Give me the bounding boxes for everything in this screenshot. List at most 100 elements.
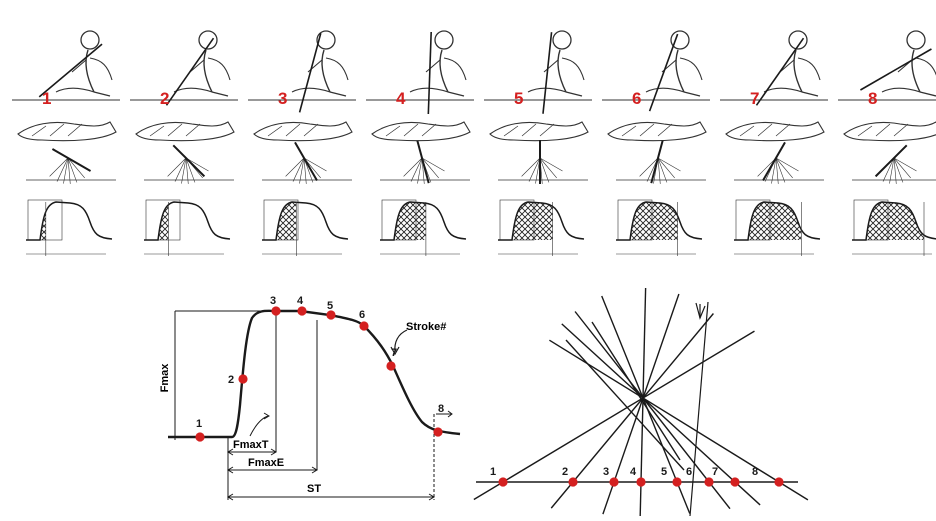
oar-line-2 [550, 313, 714, 509]
phase-number: 3 [278, 89, 287, 108]
fan-extra-line [689, 301, 709, 517]
force-point-6 [359, 321, 369, 331]
force-point-label: 5 [327, 300, 333, 312]
mini-oar-fan [616, 140, 706, 184]
force-point-2 [238, 374, 248, 384]
oar-point-label: 8 [752, 466, 758, 478]
mini-oar-fan [26, 148, 116, 184]
phase-sequence: 1 2 3 4 5 6 7 8 [12, 30, 936, 256]
phase-number: 5 [514, 89, 523, 108]
mini-oar-fan [262, 141, 352, 184]
mini-force-curve [616, 199, 703, 256]
oar-line-8 [549, 339, 809, 501]
end-marker-head [447, 410, 453, 418]
phase-8: 8 [838, 30, 936, 256]
phase-number: 7 [750, 89, 759, 108]
oar-point-label: 2 [562, 466, 568, 478]
st-label: ST [307, 483, 321, 495]
rower-figure [12, 30, 120, 101]
oar-point-2 [568, 477, 578, 487]
oar-point-label: 6 [686, 466, 692, 478]
fmaxt-arrow [249, 415, 269, 437]
oar-point-label: 4 [630, 466, 637, 478]
phase-2: 2 [130, 30, 238, 256]
phase-4: 4 [366, 30, 474, 256]
mini-oar-fan [144, 144, 234, 184]
force-curve-line [168, 309, 461, 439]
fmaxt-arrow-head [263, 412, 270, 420]
dimension-fmaxe [227, 466, 318, 474]
force-point-label: 8 [438, 403, 444, 415]
force-point-5 [326, 310, 336, 320]
stroke-annotation-arrow [394, 329, 408, 353]
stroke-annotation-arrow-head [390, 346, 400, 356]
leg-sketch [371, 121, 471, 142]
phase-7: 7 [720, 30, 828, 256]
force-point-label: 7 [391, 347, 397, 359]
force-point-3 [271, 306, 281, 316]
leg-sketch [135, 121, 235, 142]
oar-line-1 [473, 330, 755, 501]
phase-number: 4 [396, 89, 406, 108]
dimension-st [227, 493, 435, 501]
force-point-label: 4 [297, 295, 304, 307]
dimension-fmaxt [227, 448, 277, 456]
phase-number: 2 [160, 89, 169, 108]
mini-force-curve [498, 199, 585, 256]
mini-force-curve [144, 199, 231, 256]
fmaxe-label: FmaxE [248, 457, 284, 469]
leg-sketch [17, 121, 117, 142]
stroke-annotation: Stroke# [406, 321, 446, 333]
mini-force-curve [380, 199, 467, 256]
force-point-8 [433, 427, 443, 437]
force-point-4 [297, 306, 307, 316]
mini-oar-fan [852, 144, 936, 184]
phase-5: 5 [484, 30, 592, 256]
oar-point-label: 5 [661, 466, 667, 478]
oar-point-7 [730, 477, 740, 487]
mini-force-curve [26, 199, 113, 256]
leg-sketch [607, 121, 707, 142]
fmaxt-label: FmaxT [233, 439, 269, 451]
leg-sketch [725, 121, 825, 142]
oar-point-5 [672, 477, 682, 487]
force-point-label: 2 [228, 374, 234, 386]
phase-6: 6 [602, 30, 710, 256]
rower-figure [248, 30, 356, 113]
oar-point-6 [704, 477, 714, 487]
mini-force-curve [734, 199, 821, 256]
oar-point-label: 7 [712, 466, 718, 478]
fan-extra-line [565, 339, 685, 471]
mini-force-curve [262, 199, 349, 256]
oar-point-3 [609, 477, 619, 487]
phase-number: 6 [632, 89, 641, 108]
mini-force-curve [852, 199, 936, 256]
force-point-7 [386, 361, 396, 371]
leg-sketch [489, 121, 589, 142]
rower-figure [130, 30, 238, 106]
oar-point-8 [774, 477, 784, 487]
rower-figure [602, 30, 710, 112]
oar-line-5 [601, 295, 691, 514]
oar-line-6 [574, 311, 731, 510]
oar-point-1 [498, 477, 508, 487]
force-point-label: 1 [196, 418, 202, 430]
leg-sketch [253, 121, 353, 142]
oar-point-4 [636, 477, 646, 487]
rower-figure [366, 30, 474, 114]
fmax-label: Fmax [159, 363, 171, 393]
mini-oar-fan [498, 140, 588, 184]
oar-point-label: 3 [603, 466, 609, 478]
oar-line-7 [561, 323, 761, 506]
oar-line-3 [602, 293, 680, 515]
mini-oar-fan [734, 141, 824, 184]
phase-number: 1 [42, 89, 51, 108]
force-point-label: 6 [359, 309, 365, 321]
rower-figure [720, 30, 828, 106]
phase-1: 1 [12, 30, 120, 256]
mini-oar-fan [380, 140, 470, 184]
rower-figure [484, 30, 592, 114]
